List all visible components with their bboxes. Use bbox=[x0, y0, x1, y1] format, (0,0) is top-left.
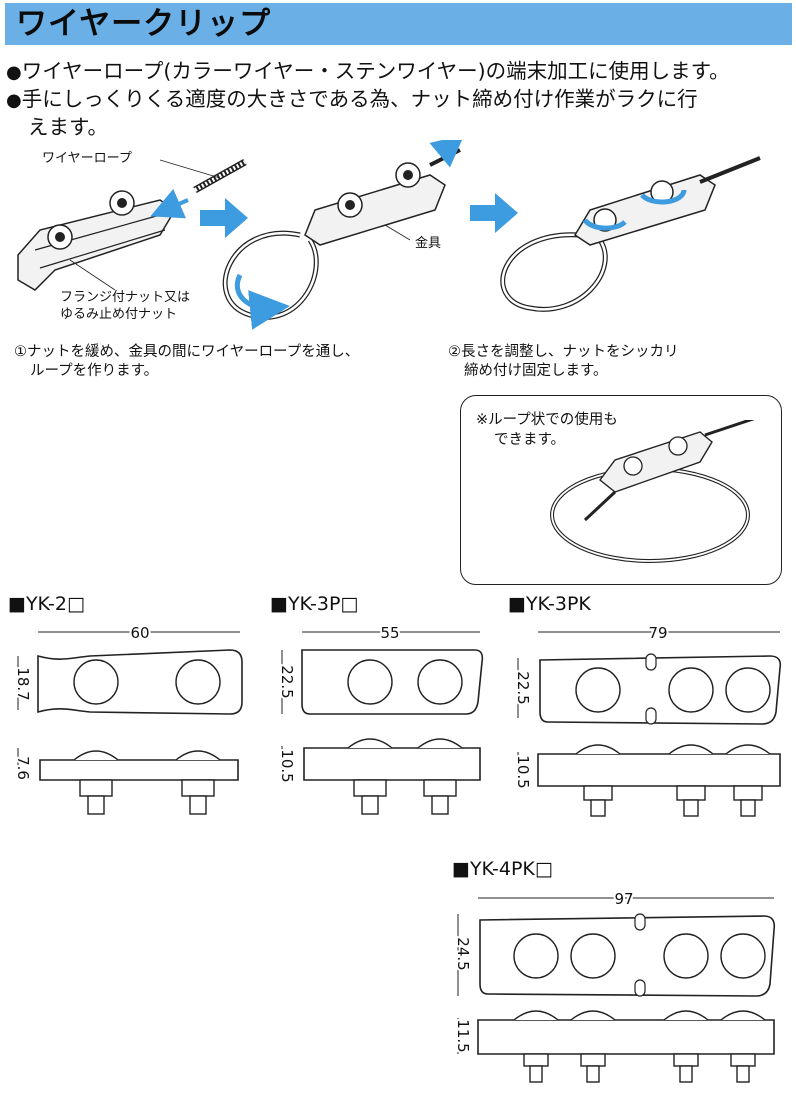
dim-width: 60 bbox=[130, 624, 149, 642]
next-arrow-icon bbox=[200, 198, 248, 238]
bullet-2: ●手にしっくりくる適度の大きさである為、ナット締め付け作業がラクに行 bbox=[6, 86, 698, 114]
yk2-drawing: 60 18.7 7.6 bbox=[12, 622, 243, 815]
product-name-yk3p: ■YK-3P□ bbox=[270, 593, 359, 615]
bullet-dot: ● bbox=[6, 62, 22, 83]
dim-height: 22.5 bbox=[278, 665, 296, 698]
product-name-yk3pk: ■YK-3PK bbox=[508, 593, 591, 615]
page-title: ワイヤークリップ bbox=[16, 6, 272, 42]
dim-thickness: 7.6 bbox=[14, 756, 32, 780]
loop-note-1: ※ループ状での使用も bbox=[476, 412, 618, 428]
yk4pk-drawing: 97 24.5 11.5 bbox=[452, 888, 776, 1083]
label-wire-rope: ワイヤーロープ bbox=[42, 151, 132, 166]
next-arrow-icon bbox=[470, 193, 518, 233]
step2-text-1: ②長さを調整し、ナットをシッカリ bbox=[448, 344, 679, 360]
dim-width: 79 bbox=[648, 624, 667, 642]
label-fitting: 金具 bbox=[415, 236, 442, 251]
clip-illustration-1 bbox=[17, 158, 247, 291]
step1-text-2: ループを作ります。 bbox=[30, 363, 159, 379]
step1-text-1: ①ナットを緩め、金具の間にワイヤーロープを通し、 bbox=[14, 344, 360, 360]
dim-height: 22.5 bbox=[514, 671, 532, 704]
dim-width: 97 bbox=[614, 890, 633, 908]
bullet-dot: ● bbox=[6, 90, 22, 111]
product-name-yk4pk: ■YK-4PK□ bbox=[452, 858, 553, 880]
clip-illustration-3 bbox=[500, 156, 761, 312]
yk3p-drawing: 55 22.5 10.5 bbox=[276, 622, 484, 815]
loop-note-2: できます。 bbox=[494, 432, 566, 448]
loop-illustration bbox=[550, 420, 755, 563]
dim-height: 18.7 bbox=[14, 667, 32, 700]
bullet-text: 手にしっくりくる適度の大きさである為、ナット締め付け作業がラクに行 bbox=[21, 87, 698, 111]
dim-thickness: 10.5 bbox=[514, 755, 532, 788]
bullet-text: ワイヤーロープ(カラーワイヤー・ステンワイヤー)の端末加工に使用します。 bbox=[21, 59, 730, 83]
step2-text-2: 締め付け固定します。 bbox=[464, 363, 608, 379]
bullet-1: ●ワイヤーロープ(カラーワイヤー・ステンワイヤー)の端末加工に使用します。 bbox=[6, 58, 730, 86]
clip-illustration-2 bbox=[222, 140, 465, 330]
label-flange-nut-1: フランジ付ナット又は bbox=[60, 290, 191, 305]
dim-width: 55 bbox=[380, 624, 399, 642]
bullet-2-cont: えます。 bbox=[28, 115, 108, 139]
title-bar bbox=[5, 3, 792, 45]
dim-height: 24.5 bbox=[454, 937, 472, 970]
yk3pk-drawing: 79 22.5 10.5 bbox=[512, 622, 782, 817]
dim-thickness: 10.5 bbox=[278, 749, 296, 782]
usage-diagram bbox=[17, 140, 761, 330]
label-flange-nut-2: ゆるみ止め付ナット bbox=[60, 307, 178, 322]
product-name-yk2: ■YK-2□ bbox=[8, 593, 85, 615]
dim-thickness: 11.5 bbox=[454, 1019, 472, 1052]
